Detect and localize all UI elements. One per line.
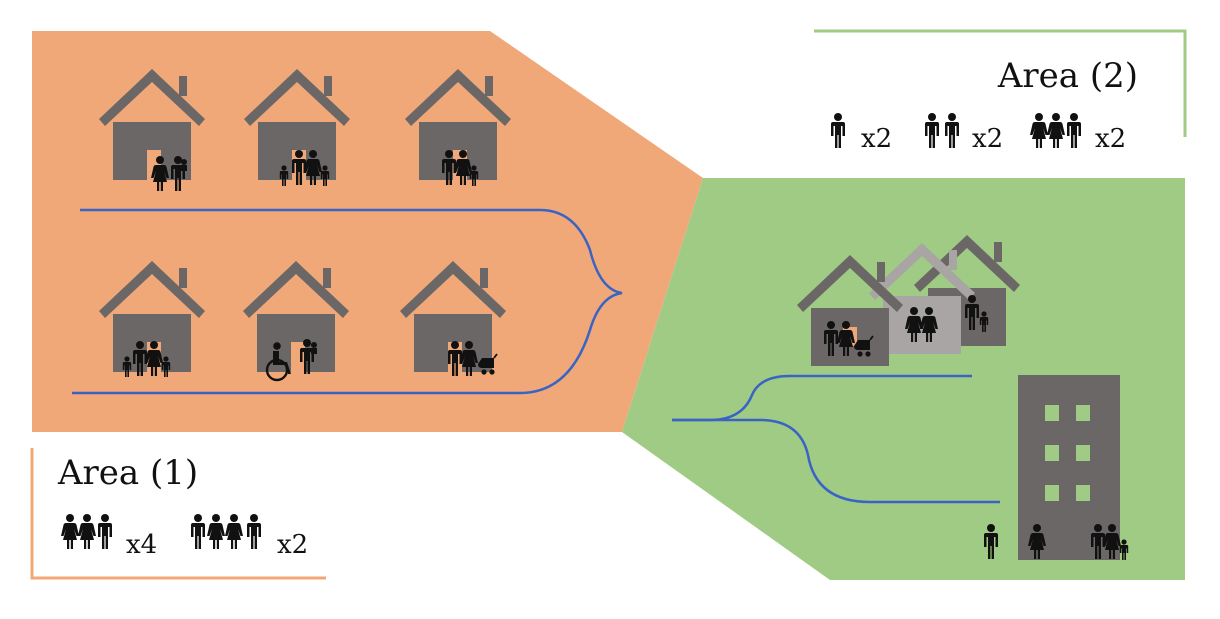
area-2-road-lower bbox=[672, 418, 1000, 504]
woman-icon bbox=[78, 514, 96, 549]
area-1-road bbox=[72, 208, 623, 395]
area-1-count-three-people: x4 bbox=[126, 530, 157, 560]
area-2-label-border bbox=[814, 29, 1187, 137]
building-body bbox=[1018, 375, 1120, 560]
area-1-zone bbox=[32, 31, 703, 432]
area-2-count-two-people: x2 bbox=[972, 124, 1003, 154]
area-1-title: Area (1) bbox=[57, 453, 198, 493]
area-2-label-box: Area (2) x2 x2 x2 bbox=[814, 29, 1187, 178]
area-1-label-border bbox=[30, 448, 326, 580]
building-window bbox=[1076, 405, 1090, 421]
woman-icon bbox=[207, 514, 225, 549]
area-2-title: Area (2) bbox=[997, 56, 1138, 96]
building-windows bbox=[1045, 405, 1090, 501]
area-2-label-background bbox=[814, 33, 1182, 178]
baby-icon bbox=[181, 159, 187, 171]
area-1-label-box: Area (1) x4 x2 bbox=[30, 448, 326, 580]
building-window bbox=[1076, 485, 1090, 501]
building-window bbox=[1045, 405, 1059, 421]
house-door bbox=[291, 342, 305, 372]
baby-icon bbox=[311, 342, 317, 354]
building-window bbox=[1076, 445, 1090, 461]
woman-icon bbox=[61, 514, 79, 549]
area-2-count-three-people: x2 bbox=[1095, 124, 1126, 154]
building-window bbox=[1045, 485, 1059, 501]
area-1-legend-four-people bbox=[191, 514, 261, 549]
area-2-count-one-person: x2 bbox=[861, 124, 892, 154]
apartment-building bbox=[1018, 375, 1120, 560]
person-icon bbox=[98, 514, 112, 549]
building-window bbox=[1045, 445, 1059, 461]
area-1-count-four-people: x2 bbox=[277, 530, 308, 560]
area-1-legend-three-people bbox=[61, 514, 112, 549]
person-icon bbox=[247, 514, 261, 549]
woman-icon bbox=[225, 514, 243, 549]
person-icon bbox=[191, 514, 205, 549]
